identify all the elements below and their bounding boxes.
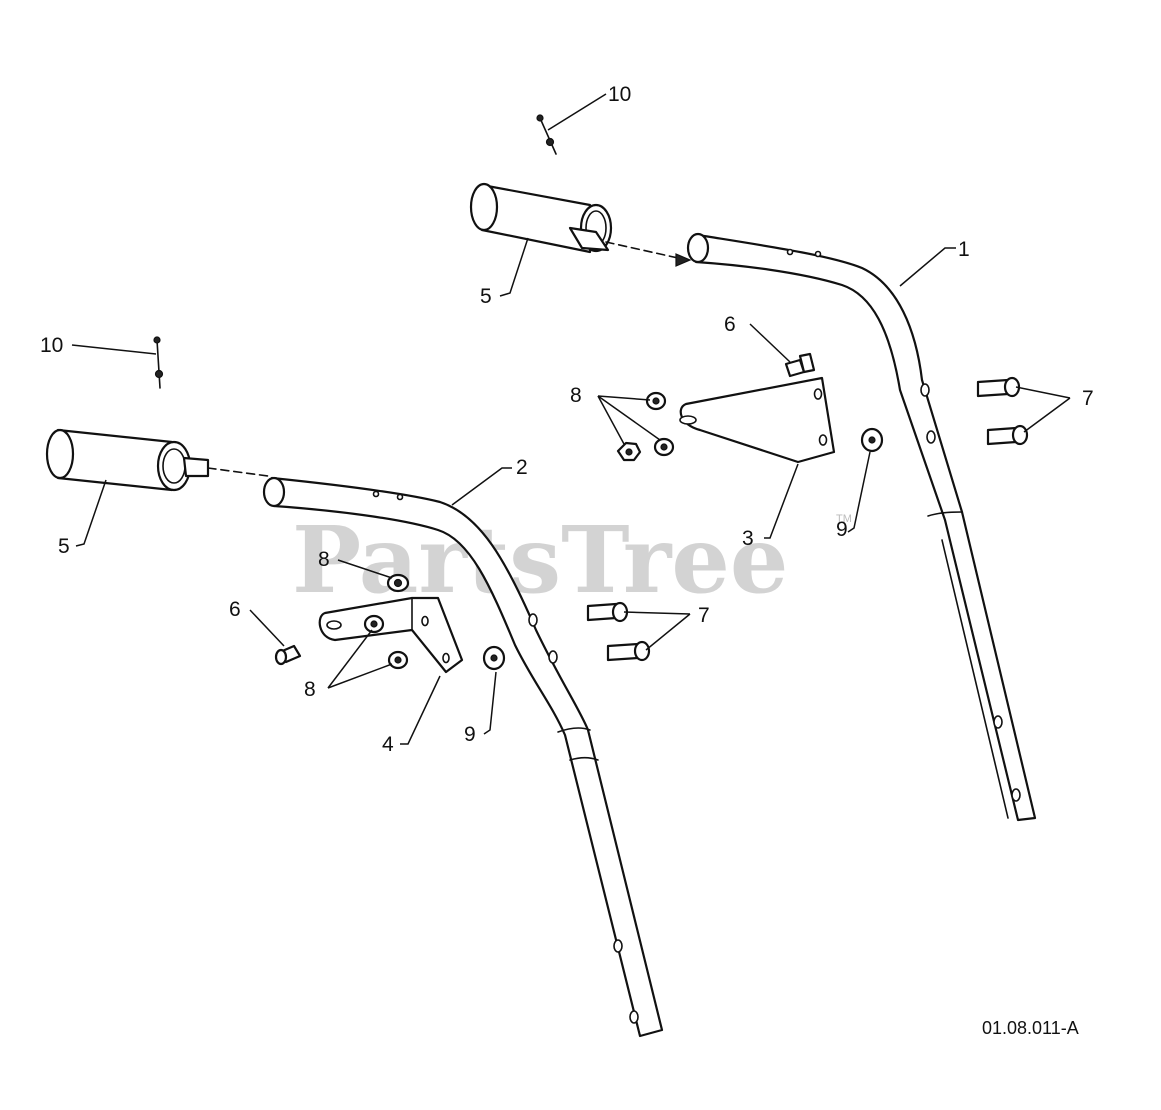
callout-5-lower: 5 <box>58 535 70 558</box>
callout-2: 2 <box>516 456 528 479</box>
callout-9-right: 9 <box>836 518 848 541</box>
callout-7-middle: 7 <box>698 604 710 627</box>
drawing-code: 01.08.011-A <box>982 1018 1079 1038</box>
hand-grip-lower[interactable] <box>45 428 269 492</box>
nut-lower-a[interactable] <box>386 573 410 593</box>
washer-right[interactable] <box>860 427 884 453</box>
callout-8-lower-top: 8 <box>318 548 330 571</box>
callout-5-upper: 5 <box>480 285 492 308</box>
bolts-right[interactable] <box>976 376 1029 446</box>
callout-6-upper: 6 <box>724 313 736 336</box>
bracket-right[interactable] <box>679 376 836 464</box>
callout-10-upper: 10 <box>608 83 631 106</box>
upper-handle-right[interactable] <box>686 232 1037 822</box>
nut-upper-a[interactable] <box>645 391 667 411</box>
callout-10-left: 10 <box>40 334 63 357</box>
callout-4: 4 <box>382 733 394 756</box>
callout-8-lower-bottom: 8 <box>304 678 316 701</box>
watermark-trademark: TM <box>836 513 852 525</box>
nut-lower-c[interactable] <box>387 650 409 670</box>
bolt-upper[interactable] <box>784 352 816 378</box>
nut-lower-b[interactable] <box>363 614 385 634</box>
washer-left[interactable] <box>482 645 506 671</box>
bolts-middle[interactable] <box>586 601 651 662</box>
leader-lines <box>71 93 1071 745</box>
callout-8-upper: 8 <box>570 384 582 407</box>
pin-upper[interactable] <box>536 114 557 155</box>
nut-upper-c[interactable] <box>616 441 642 462</box>
pin-left[interactable] <box>153 336 164 389</box>
bracket-left[interactable] <box>318 596 464 674</box>
callout-9-left: 9 <box>464 723 476 746</box>
callout-7-right: 7 <box>1082 387 1094 410</box>
nut-upper-b[interactable] <box>653 437 675 457</box>
hand-grip-upper[interactable] <box>469 182 692 267</box>
watermark: PartsTree <box>292 506 788 614</box>
callout-6-lower: 6 <box>229 598 241 621</box>
callout-1: 1 <box>958 238 970 261</box>
lower-handle-left[interactable] <box>262 476 664 1038</box>
bolt-lower[interactable] <box>274 644 302 666</box>
callout-3: 3 <box>742 527 754 550</box>
